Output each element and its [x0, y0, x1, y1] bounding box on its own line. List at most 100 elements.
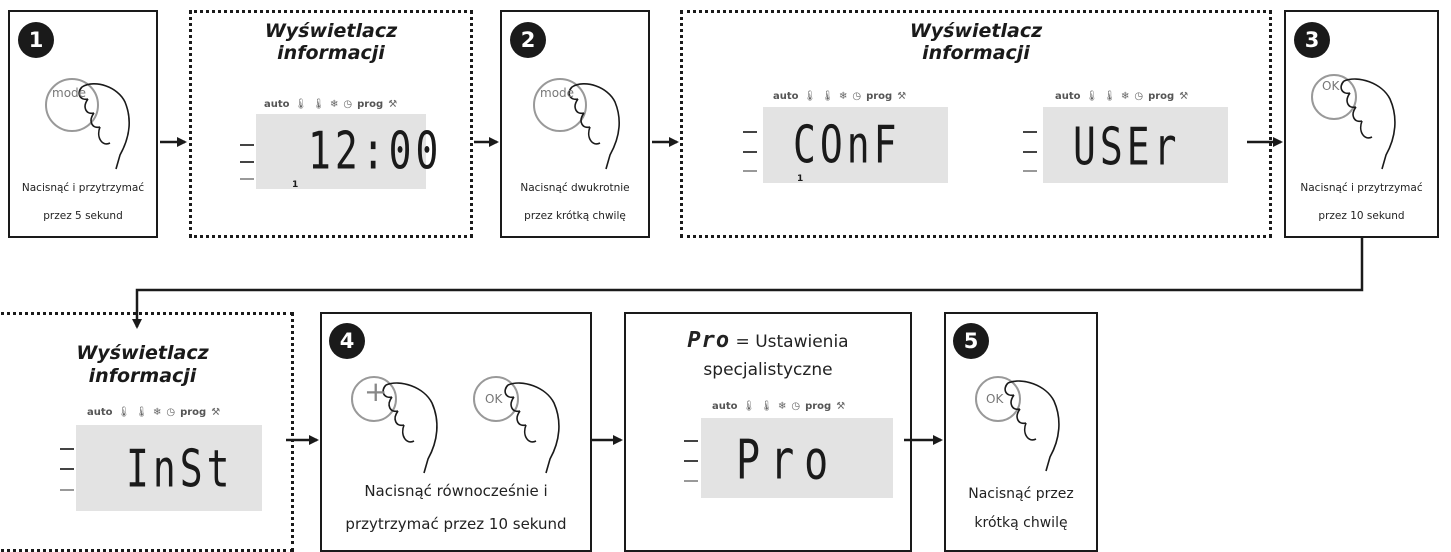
thermometer-eco-icon: 🌡: [1103, 91, 1116, 102]
lcd-level-bar: [60, 448, 74, 450]
pro-title-text: = Ustawienia: [735, 332, 849, 352]
step-5-caption-line2: krótką chwilę: [974, 515, 1068, 531]
hand-icon: [382, 382, 438, 474]
thermometer-eco-icon: 🌡: [135, 407, 148, 418]
lcd-index-digit: 1: [797, 174, 804, 184]
lcd-conf-readout: COnF: [793, 115, 901, 175]
lcd-screen: [763, 107, 948, 183]
hand-icon: [504, 382, 560, 474]
snowflake-icon: ❄: [1120, 91, 1130, 102]
auto-label: auto: [87, 407, 113, 418]
ok-button-label: OK: [485, 392, 503, 406]
tools-icon: ⚒: [897, 91, 907, 102]
display-title-line2: informacji: [277, 42, 385, 64]
prog-label: prog: [1148, 91, 1175, 102]
lcd-icon-row: auto 🌡 🌡 ❄ ◷ prog ⚒: [712, 401, 845, 412]
tools-icon: ⚒: [211, 407, 221, 418]
thermometer-comfort-icon: 🌡: [1085, 91, 1099, 102]
plus-button-circle: [351, 376, 397, 422]
clock-icon: ◷: [852, 91, 862, 102]
lcd-level-bar: [1023, 151, 1037, 153]
lcd-level-bar: [743, 170, 757, 172]
flow-arrow: [132, 238, 1364, 329]
lcd-level-bar: [60, 489, 74, 491]
step-4-caption-line1: Nacisnąć równocześnie i: [364, 482, 548, 500]
auto-label: auto: [773, 91, 799, 102]
ok-button-label: OK: [1322, 79, 1340, 93]
step-number-badge: 2: [510, 22, 546, 58]
lcd-icon-row: auto 🌡 🌡 ❄ ◷ prog ⚒: [773, 91, 906, 102]
ok-button-circle: [1311, 74, 1357, 120]
snowflake-icon: ❄: [777, 401, 787, 412]
lcd-time-readout: 12:00: [308, 121, 443, 181]
lcd-level-bar: [684, 480, 698, 482]
lcd-install-readout: InSt: [126, 439, 234, 499]
tools-icon: ⚒: [388, 99, 398, 110]
lcd-index-digit: 1: [292, 180, 299, 190]
hand-icon: [78, 83, 130, 170]
thermometer-eco-icon: 🌡: [312, 99, 325, 110]
ok-button-label: OK: [986, 392, 1004, 406]
lcd-level-bar: [684, 460, 698, 462]
display-title-line1: Wyświetlacz: [76, 342, 209, 364]
lcd-level-bar: [60, 468, 74, 470]
clock-icon: ◷: [1134, 91, 1144, 102]
tools-icon: ⚒: [836, 401, 846, 412]
info-display-panel-time: Wyświetlacz informacji auto 🌡 🌡 ❄ ◷ prog…: [189, 10, 473, 238]
tools-icon: ⚒: [1179, 91, 1189, 102]
clock-icon: ◷: [791, 401, 801, 412]
clock-icon: ◷: [343, 99, 353, 110]
lcd-pro-readout: Pro: [736, 429, 839, 493]
step-5-caption-line1: Nacisnąć przez: [968, 486, 1074, 502]
hand-icon: [568, 83, 620, 170]
snowflake-icon: ❄: [152, 407, 162, 418]
thermometer-eco-icon: 🌡: [821, 91, 834, 102]
mode-button-circle: [533, 78, 587, 132]
prog-label: prog: [357, 99, 384, 110]
pro-title-line1: Pro = Ustawienia: [626, 328, 910, 355]
lcd-screen: [1043, 107, 1228, 183]
snowflake-icon: ❄: [838, 91, 848, 102]
step-number-badge: 3: [1294, 22, 1330, 58]
display-title-line1: Wyświetlacz: [909, 20, 1043, 42]
lcd-user-readout: USEr: [1073, 117, 1181, 177]
lcd-level-bar: [240, 144, 254, 146]
pro-code: Pro: [687, 328, 731, 353]
step-1-caption-line2: przez 5 sekund: [43, 210, 123, 222]
plus-button-label: +: [364, 375, 388, 408]
lcd-level-bar: [743, 151, 757, 153]
step-2-caption-line2: przez krótką chwilę: [524, 210, 626, 222]
mode-button-circle: [45, 78, 99, 132]
thermometer-comfort-icon: 🌡: [742, 401, 756, 412]
display-title-line2: informacji: [922, 42, 1030, 64]
hand-icon: [1004, 380, 1060, 472]
auto-label: auto: [264, 99, 290, 110]
step-2-caption-line1: Nacisnąć dwukrotnie: [520, 182, 630, 194]
step-number-badge: 1: [18, 22, 54, 58]
hand-pressing-ok-button-illustration: [975, 376, 1060, 472]
prog-label: prog: [805, 401, 832, 412]
step-number-badge: 5: [953, 323, 989, 359]
lcd-screen: [76, 425, 262, 511]
hand-pressing-ok-button-illustration: [473, 376, 560, 474]
step-1-caption-line1: Nacisnąć i przytrzymać: [21, 182, 145, 194]
step-3-panel: 3 Nacisnąć i przytrzymać przez 10 sekund: [1284, 10, 1439, 238]
hand-icon: [1340, 78, 1396, 170]
step-3-caption-line2: przez 10 sekund: [1318, 210, 1405, 222]
snowflake-icon: ❄: [329, 99, 339, 110]
thermometer-eco-icon: 🌡: [760, 401, 773, 412]
step-number-badge: 4: [329, 323, 365, 359]
info-display-panel-install: Wyświetlacz informacji auto 🌡 🌡 ❄ ◷ prog…: [0, 312, 294, 552]
lcd-level-bar: [1023, 131, 1037, 133]
lcd-level-bar: [1023, 170, 1037, 172]
thermometer-comfort-icon: 🌡: [294, 99, 308, 110]
flow-arrows: [132, 137, 1364, 445]
lcd-level-bar: [684, 440, 698, 442]
thermometer-comfort-icon: 🌡: [117, 407, 131, 418]
mode-button-label: mode: [52, 86, 87, 100]
lcd-screen: [256, 114, 426, 189]
lcd-screen: [701, 418, 893, 498]
pro-title-line2: specjalistyczne: [703, 360, 833, 380]
step-4-caption-line2: przytrzymać przez 10 sekund: [345, 515, 567, 533]
lcd-icon-row: auto 🌡 🌡 ❄ ◷ prog ⚒: [1055, 91, 1188, 102]
